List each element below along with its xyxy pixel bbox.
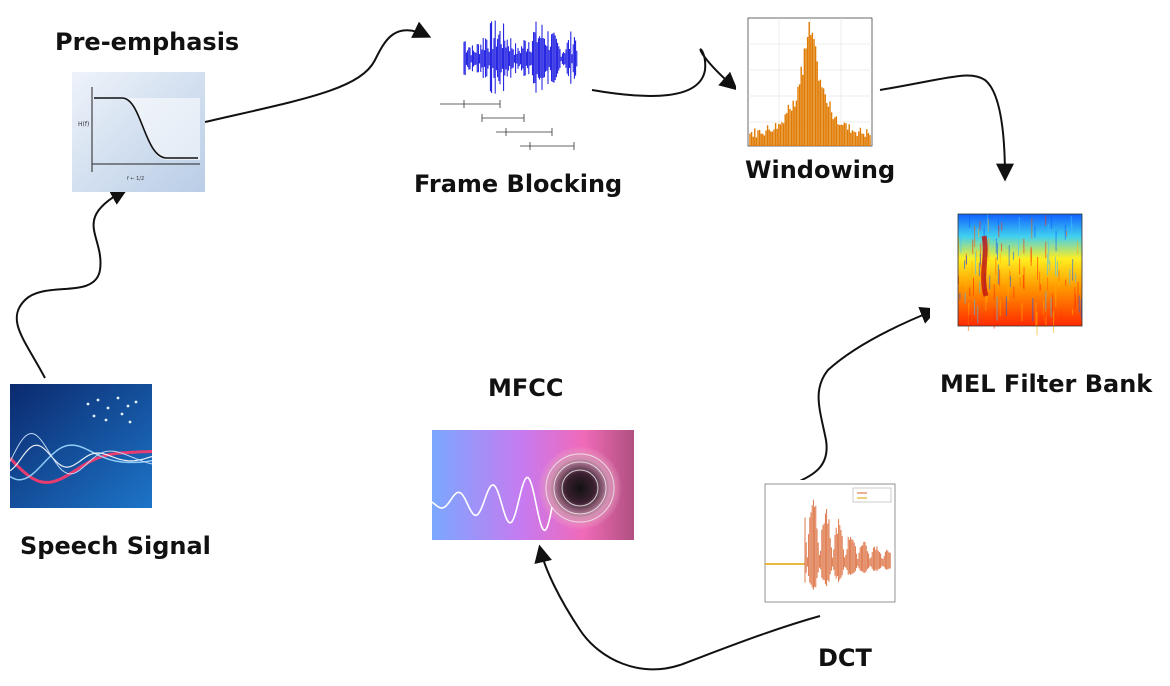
- arrow-preemphasis-to-frameblocking: [204, 21, 432, 123]
- mfcc-wave: [432, 476, 553, 532]
- dct-coefficients: [804, 499, 891, 590]
- svg-text:f ← 1/2: f ← 1/2: [127, 176, 144, 182]
- pre-emphasis-image: H(f) f ← 1/2: [72, 72, 205, 192]
- label-mfcc: MFCC: [488, 374, 564, 402]
- label-dct: DCT: [818, 644, 872, 672]
- label-mel-filter-bank: MEL Filter Bank: [940, 370, 1153, 398]
- arrow-frameblocking-to-windowing: [591, 48, 738, 97]
- label-frame-blocking: Frame Blocking: [414, 170, 623, 198]
- speech-signal-image: [10, 384, 152, 508]
- waveform: [463, 20, 578, 94]
- speech-waves: [10, 432, 152, 484]
- mfcc-image: [432, 430, 634, 540]
- windowing-image: [736, 14, 876, 156]
- label-pre-emphasis: Pre-emphasis: [55, 28, 240, 56]
- label-windowing: Windowing: [745, 156, 896, 184]
- mel-filter-bank-image: [930, 196, 1088, 351]
- svg-text:H(f): H(f): [78, 121, 89, 128]
- spectrum: [749, 22, 871, 146]
- dct-image: [757, 480, 899, 612]
- label-speech-signal: Speech Signal: [20, 532, 211, 560]
- arrow-dct-to-mfcc: [534, 544, 821, 671]
- frame-blocking-image: [440, 20, 578, 150]
- arrow-speech-to-preemphasis: [15, 188, 129, 379]
- arrow-dct-to-melfilterbank: [794, 306, 939, 484]
- arrow-windowing-to-melfilterbank: [879, 74, 1014, 182]
